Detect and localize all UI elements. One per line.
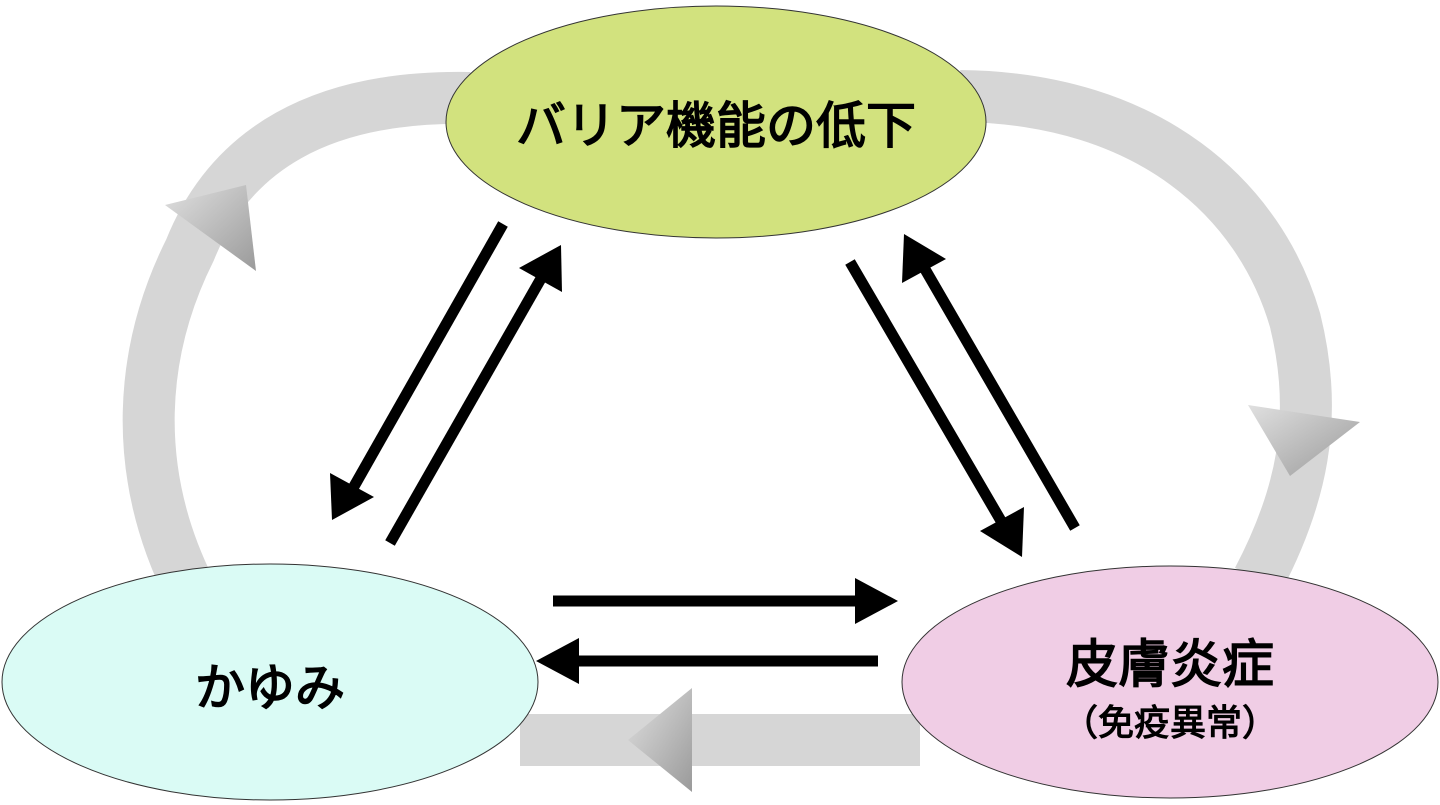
cycle-arrowhead-right	[1248, 405, 1360, 476]
node-dermatitis-label: 皮膚炎症	[1065, 635, 1275, 696]
cycle-loop	[122, 70, 1332, 766]
cycle-arrowhead-bottom	[628, 688, 692, 792]
cycle-left-segment	[122, 71, 471, 602]
node-barrier-label: バリア機能の低下	[516, 97, 916, 155]
arrow-barrier-to-dermatitis	[845, 259, 1024, 557]
node-barrier-shape	[445, 5, 987, 239]
arrow-dermatitis-to-itch	[536, 638, 878, 684]
node-dermatitis-shape	[901, 565, 1439, 799]
arrow-itch-to-dermatitis	[553, 578, 898, 624]
arrow-barrier-to-itch	[330, 221, 508, 520]
node-itch-label: かゆみ	[195, 659, 345, 717]
arrow-itch-to-barrier	[385, 245, 562, 546]
node-itch-shape	[1, 563, 539, 801]
node-dermatitis-sublabel: （免疫異常）	[1061, 703, 1279, 744]
arrow-dermatitis-to-barrier	[902, 234, 1080, 531]
cycle-right-segment	[959, 70, 1332, 593]
cycle-arrowhead-left	[165, 185, 256, 271]
